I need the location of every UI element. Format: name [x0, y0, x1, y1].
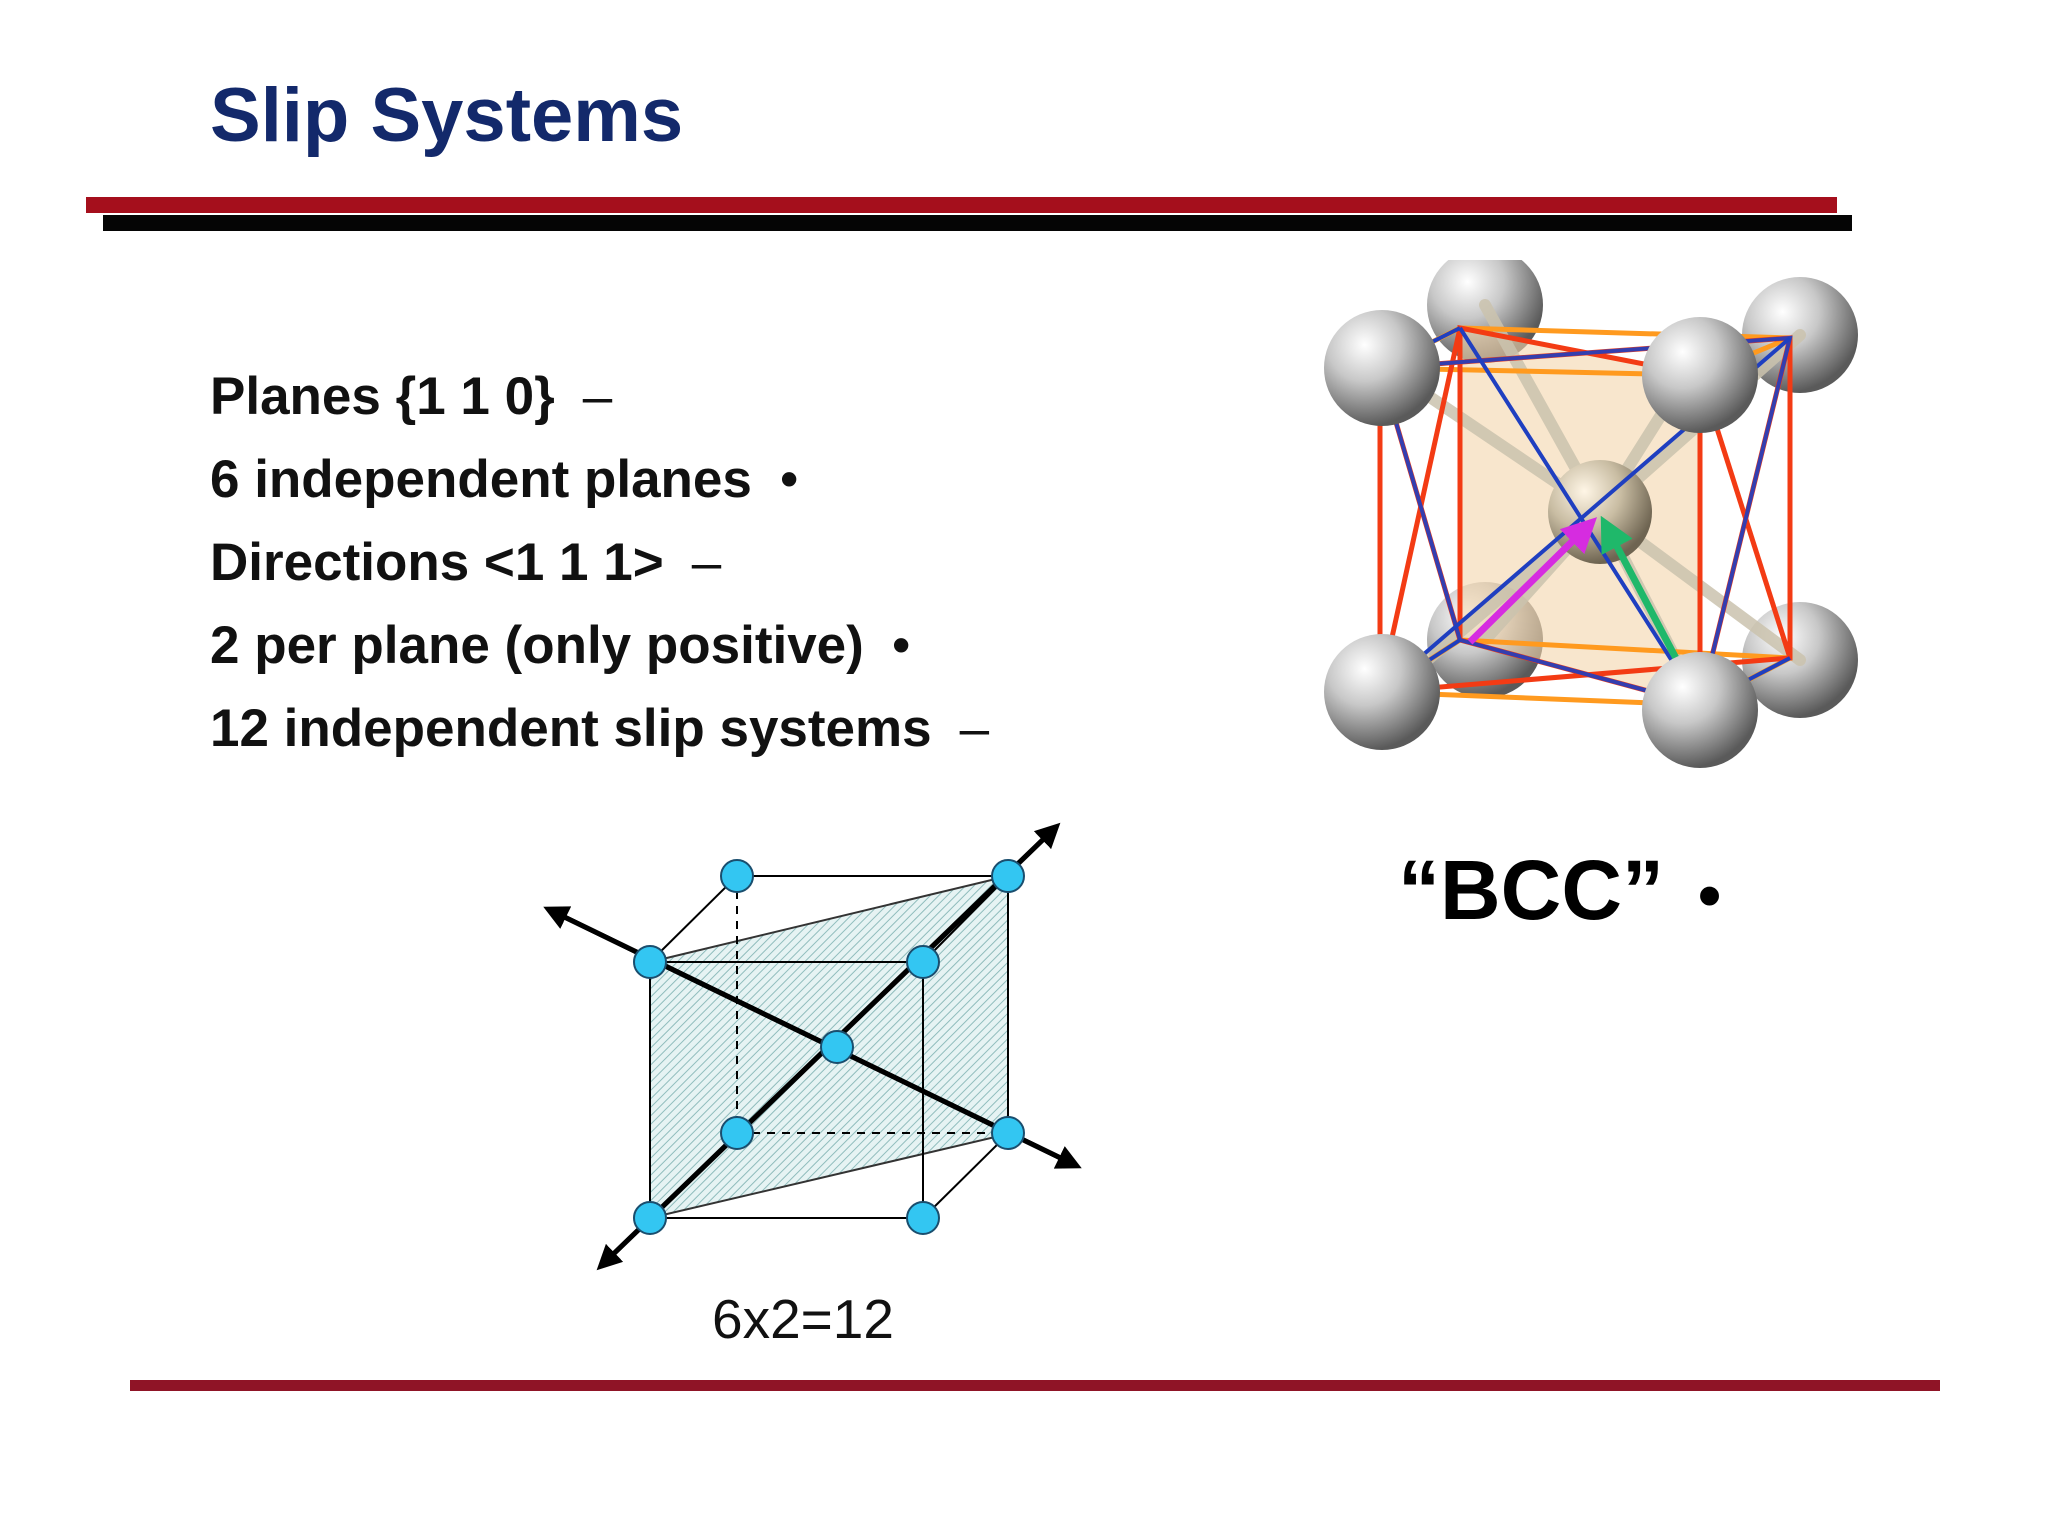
slip-direction-arrow-magenta	[1467, 517, 1597, 645]
slide-title: Slip Systems	[210, 73, 684, 158]
atom	[906, 945, 940, 979]
atom	[720, 859, 754, 893]
bcc-atom	[1642, 652, 1758, 768]
bcc-atom	[1642, 317, 1758, 433]
bullet-item: 12 independent slip systems–	[210, 687, 989, 770]
bullet-text: 2 per plane (only positive)	[210, 616, 864, 675]
bcc-atom	[1324, 310, 1440, 426]
figure-caption: 6x2=12	[712, 1288, 894, 1350]
title-rule-black	[103, 215, 1852, 231]
footer-rule	[130, 1380, 1940, 1391]
bullet-text: Directions <1 1 1>	[210, 533, 664, 592]
bullet-marker: –	[582, 367, 613, 426]
atom	[991, 1116, 1025, 1150]
bullet-item: 2 per plane (only positive) •	[210, 604, 989, 687]
bullet-text: 12 independent slip systems	[210, 699, 932, 758]
bcc-atom	[1324, 634, 1440, 750]
bullet-item: Directions <1 1 1>–	[210, 521, 989, 604]
bcc-label: “BCC”	[1398, 843, 1664, 937]
bullet-marker: –	[691, 533, 722, 592]
bcc-unit-cell-icon	[1324, 260, 1858, 768]
bullet-item: Planes {1 1 0}–	[210, 355, 989, 438]
slip-plane-cube-icon	[543, 822, 1082, 1271]
bullet-item: 6 independent planes •	[210, 438, 989, 521]
atom	[633, 945, 667, 979]
bullet-marker: •	[779, 450, 799, 509]
bullet-marker: –	[959, 699, 990, 758]
bullet-text: 6 independent planes	[210, 450, 752, 509]
bullet-text: Planes {1 1 0}	[210, 367, 555, 426]
atom	[906, 1201, 940, 1235]
title-rule-red	[86, 197, 1837, 213]
bullet-marker: •	[891, 616, 911, 675]
bullet-list: Planes {1 1 0}– 6 independent planes• Di…	[210, 355, 989, 770]
atom	[633, 1201, 667, 1235]
atom	[991, 859, 1025, 893]
atom	[720, 1116, 754, 1150]
bcc-bullet-marker: •	[1698, 858, 1722, 932]
atom-center	[820, 1030, 854, 1064]
